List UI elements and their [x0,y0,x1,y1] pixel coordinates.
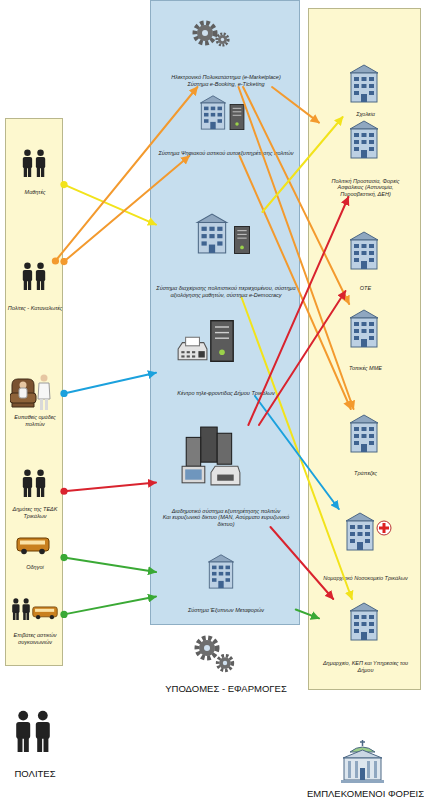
node-label: ΟΤΕ [319,285,412,291]
node-label: Επιβάτες αστικών συγκοινωνιών [6,632,64,645]
node-label: Οδηγοί [6,564,64,570]
entity-node: ΟΤΕ [319,229,412,291]
building-icon [350,232,378,269]
entity-node: Ευπαθείς ομάδες πολιτών [6,373,64,427]
node-label: Τράπεζες [319,470,412,476]
column-heading: ΥΠΟΔΟΜΕΣ - ΕΦΑΡΜΟΓΕΣ [141,684,311,694]
flow-arrow [242,298,352,599]
flow-arrow [64,156,189,262]
node-label: Σύστημα Ψηφιακού αστικού αυτοεξυπηρέτηση… [156,150,296,156]
node-label: Πολίτες - Καταναλωτές [6,305,64,311]
building-icon [350,603,378,640]
entity-node: Τράπεζες [319,409,412,476]
gear-icon [197,638,217,658]
flow-arrow [64,597,156,615]
entity-node: Κέντρο τηλε-φροντίδας Δήμου Τρικάλων [156,318,296,396]
node-label: Σχολεία [319,111,412,117]
entity-node: Πολιτική Προστασία, Φορείς Ασφάλειας (Ασ… [319,119,412,197]
node-label: Δημότες της ΤΕΔΚ Τρικάλων [6,506,64,519]
entity-node: Σύστημα Ψηφιακού αστικού αυτοεξυπηρέτηση… [156,94,296,156]
entity-node: Ηλεκτρονικό Πολυκατάστημα (e-Marketplace… [156,17,296,87]
cross-bar [383,523,386,533]
flow-arrow [239,87,354,409]
entity-node: Σύστημα διαχείρισης πολιτιστικού περιεχο… [156,212,296,298]
vulnerable-icon [10,375,50,411]
flow-arrow [64,373,156,394]
entity-node: Σύστημα Έξυπνων Μεταφορών [156,553,296,613]
passengers-icon [12,598,30,620]
flow-arrow [64,185,156,225]
entity-node: Σχολεία [319,63,412,117]
node-label: Ευπαθείς ομάδες πολιτών [6,414,64,427]
flow-arrow [64,558,156,572]
node-label: Νομαρχιακό Νοσοκομείο Τρικάλων [319,575,412,581]
entity-node: Επιβάτες αστικών συγκοινωνιών [6,595,64,645]
node-label: Κέντρο τηλε-φροντίδας Δήμου Τρικάλων [156,390,296,396]
hospital-cross [377,521,391,535]
server-icon [235,226,250,253]
hospital-icon [346,513,374,550]
flow-arrow [243,87,349,304]
bus-icon [17,538,49,554]
building-icon [350,310,378,347]
flow-arrow [262,117,342,212]
node-label: Σύστημα Έξυπνων Μεταφορών [156,607,296,613]
consumers-icon [23,262,45,290]
entity-node: Τοπικές ΜΜΕ [319,304,412,371]
students-icon [23,149,45,177]
flow-arrow [270,527,333,599]
server-icon [230,104,244,129]
flow-arrow [272,87,319,123]
node-label: Και ευρυζωνικό δίκτυο (MAN, Ασύρματο ευρ… [156,514,296,527]
flow-arrow [296,610,319,619]
entity-node: Πολίτες - Καταναλωτές [6,261,64,311]
node-label: Πολιτική Προστασία, Φορείς Ασφάλειας (Ασ… [319,178,412,197]
entity-node: Οδηγοί [6,536,64,570]
node-label: Μαθητές [6,189,64,195]
gear-icon [218,656,233,671]
flow-arrow [55,87,197,261]
flow-arrow [64,483,156,492]
building-icon [350,65,378,102]
flow-arrow [255,396,339,509]
townhall-icon [341,740,384,783]
flow-arrow [248,197,348,425]
entity-node: Μαθητές [6,149,64,195]
server-icon [211,321,233,362]
gear-icon [217,34,228,45]
fax-icon [178,337,207,359]
server-cluster-icon [182,427,240,485]
node-label: Τοπικές ΜΜΕ [319,365,412,371]
entity-node: Νομαρχιακό Νοσοκομείο Τρικάλων [319,509,412,581]
bus-icon [33,607,57,619]
column-band: ΠΟΛΙΤΕΣΜαθητέςΠολίτες - ΚαταναλωτέςΕυπαθ… [5,118,63,666]
building-icon [350,121,378,158]
column-band: ΥΠΟΔΟΜΕΣ - ΕΦΑΡΜΟΓΕΣΗλεκτρονικό Πολυκατά… [150,0,300,625]
building-icon [208,555,233,588]
entity-node: Δημότες της ΤΕΔΚ Τρικάλων [6,469,64,519]
citizens-icon [16,711,50,752]
entity-node: Διαδημοτικό σύστημα εξυπηρέτησης πολιτών… [156,425,296,527]
building-icon [197,214,226,253]
node-label: Σύστημα e-Booking, e-Ticketing [156,81,296,87]
building-icon [350,415,378,452]
node-label: Ηλεκτρονικό Πολυκατάστημα (e-Marketplace… [156,74,296,80]
building-icon [200,96,225,129]
node-label: Διαδημοτικό σύστημα εξυπηρέτησης πολιτών [156,508,296,514]
entity-node: Δημαρχείο, ΚΕΠ και Υπηρεσίες του Δήμου [319,599,412,673]
residents-icon [23,469,45,497]
cross-badge [377,521,391,535]
node-label: Δημαρχείο, ΚΕΠ και Υπηρεσίες του Δήμου [319,660,412,673]
column-heading: ΠΟΛΙΤΕΣ [0,769,74,779]
cross-bar [379,527,389,530]
node-label: Σύστημα διαχείρισης πολιτιστικού περιεχο… [156,285,296,298]
gear-icon [195,23,215,43]
flow-arrow [240,156,351,409]
column-heading: ΕΜΠΛΕΚΟΜΕΝΟΙ ΦΟΡΕΙΣ [297,789,424,799]
column-band: ΕΜΠΛΕΚΟΜΕΝΟΙ ΦΟΡΕΙΣΣχολείαΠολιτική Προστ… [308,8,421,690]
flow-arrow [259,291,346,425]
